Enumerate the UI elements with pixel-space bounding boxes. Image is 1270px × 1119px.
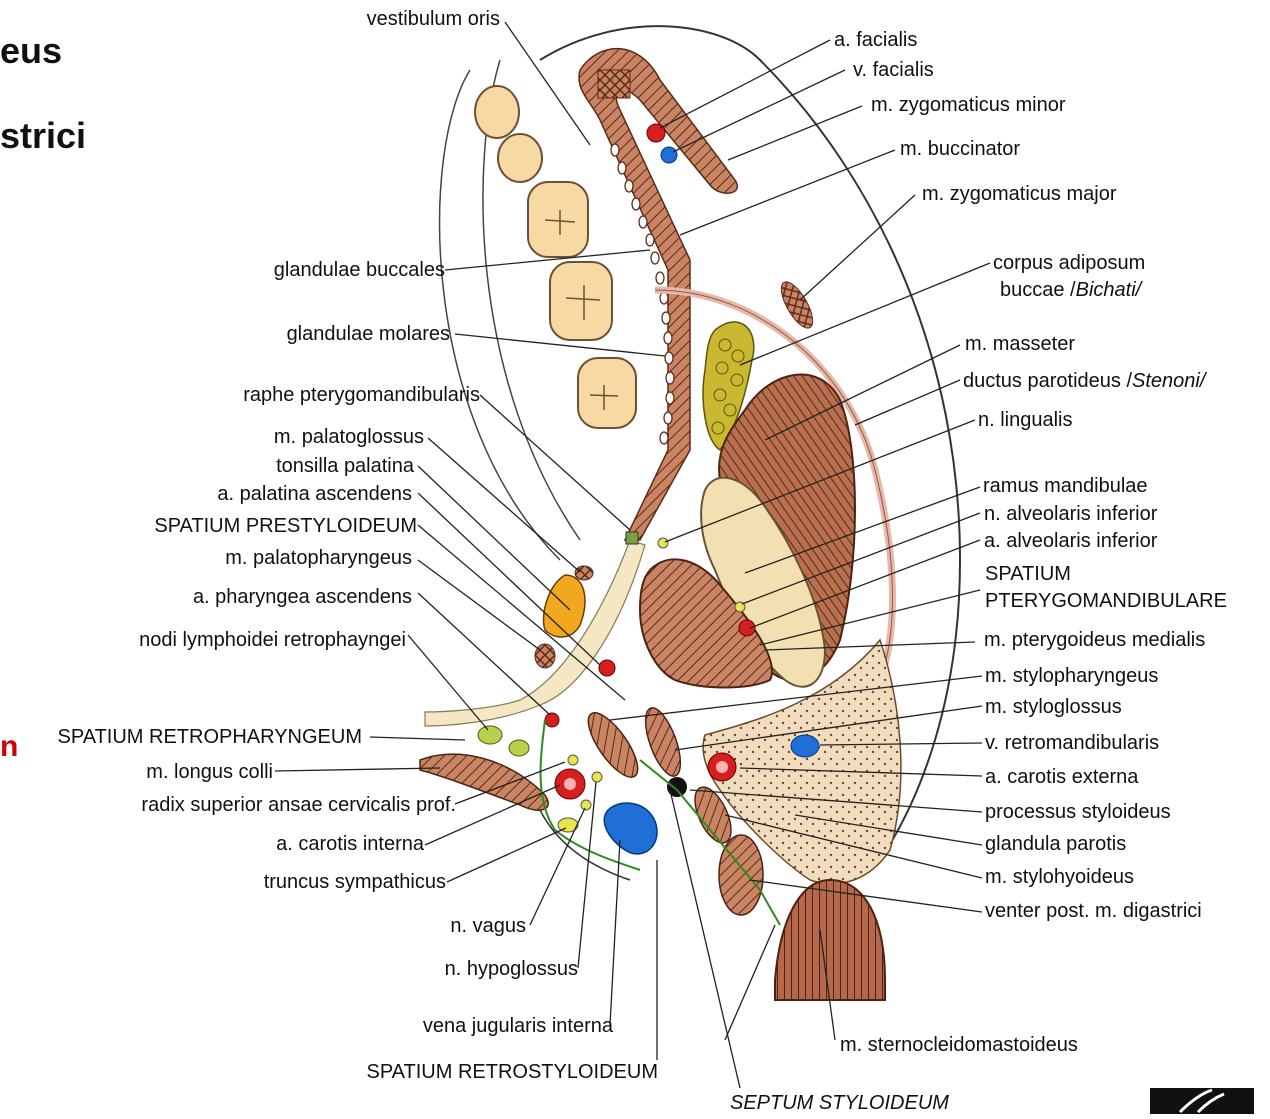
ductus-parotideus-text: ductus parotideus / [963,370,1132,392]
label-n-lingualis: n. lingualis [978,409,1073,431]
label-n-hypoglossus: n. hypoglossus [445,958,578,980]
pharyngeal-wall [425,540,645,726]
logo-mark [1150,1088,1254,1114]
label-m-masseter: m. masseter [965,333,1075,355]
label-v-facialis: v. facialis [853,59,934,81]
slide-title-fragment-1: eus [0,30,62,72]
label-corpus-adiposum-1: corpus adiposum [993,252,1145,274]
label-spatium-prestyloideum: SPATIUM PRESTYLOIDEUM [154,515,417,537]
label-glandulae-buccales: glandulae buccales [274,259,445,281]
n-vagus [581,800,591,810]
label-m-stylopharyngeus: m. stylopharyngeus [985,665,1158,687]
label-spatium-ptery-2: PTERYGOMANDIBULARE [985,590,1227,612]
red-fragment: n [0,730,18,764]
label-m-pterygoideus-medialis: m. pterygoideus medialis [984,629,1205,651]
tooth [498,134,542,182]
raphe [626,532,638,544]
label-n-alveolaris-inferior: n. alveolaris inferior [984,503,1157,525]
label-n-vagus: n. vagus [450,915,526,937]
label-a-pharyngea-ascendens: a. pharyngea ascendens [193,586,412,608]
label-truncus-sympathicus: truncus sympathicus [264,871,446,893]
label-septum-styloideum: SEPTUM STYLOIDEUM [730,1092,949,1114]
label-v-retromandibularis: v. retromandibularis [985,732,1159,754]
tooth [475,86,519,138]
label-processus-styloideus: processus styloideus [985,801,1171,823]
label-tonsilla-palatina: tonsilla palatina [276,455,414,477]
label-m-palatoglossus: m. palatoglossus [274,426,424,448]
label-glandulae-molares: glandulae molares [287,323,450,345]
tooth [578,358,636,428]
label-spatium-ptery-1: SPATIUM [985,563,1071,585]
label-a-facialis: a. facialis [834,29,917,51]
nodi-lymphoidei [509,740,529,756]
label-spatium-retrostyloideum: SPATIUM RETROSTYLOIDEUM [366,1061,658,1083]
label-m-sternocleido: m. sternocleidomastoideus [840,1034,1078,1056]
label-ductus-parotideus: ductus parotideus /Stenoni/ [963,370,1205,392]
label-raphe: raphe pterygomandibularis [243,384,480,406]
vestibule-outline [440,70,560,560]
processus-styloideus [667,777,687,797]
v-facialis [661,147,677,163]
label-radix-superior: radix superior ansae cervicalis prof. [141,794,456,816]
label-glandula-parotis: glandula parotis [985,833,1126,855]
label-m-longus-colli: m. longus colli [146,761,273,783]
label-m-buccinator: m. buccinator [900,138,1020,160]
a-palatina-ascendens [599,660,615,676]
n-hypoglossus [592,772,602,782]
label-vestibulum-oris: vestibulum oris [367,8,500,30]
tonsilla-palatina [544,575,585,637]
tooth [550,262,612,340]
label-nodi-lymphoidei: nodi lymphoidei retrophayngei [139,629,406,651]
ductus-parotideus-italic: Stenoni/ [1132,370,1205,392]
label-m-zygomaticus-minor: m. zygomaticus minor [871,94,1066,116]
label-m-stylohyoideus: m. stylohyoideus [985,866,1134,888]
label-ramus-mandibulae: ramus mandibulae [983,475,1148,497]
label-a-alveolaris-inferior: a. alveolaris inferior [984,530,1157,552]
zygomaticus-minor [598,70,630,98]
m-sternocleidomastoideus [775,880,885,1000]
a-pharyngea-ascendens [545,713,559,727]
n-lingualis [658,538,668,548]
label-a-palatina-ascendens: a. palatina ascendens [217,483,412,505]
nodi-lymphoidei [478,726,502,744]
corner-logo [1150,1088,1254,1114]
a-alveolaris-inferior [739,620,755,636]
v-retromandibularis [791,735,819,757]
m-stylopharyngeus [580,706,647,784]
label-m-zygomaticus-major: m. zygomaticus major [922,183,1117,205]
label-m-palatopharyngeus: m. palatopharyngeus [225,547,412,569]
vena-jugularis-interna [604,803,657,854]
corpus-adiposum-text: buccae / [1000,279,1076,301]
corpus-adiposum-italic: Bichati/ [1076,279,1142,301]
m-palatoglossus [575,566,593,580]
label-a-carotis-interna: a. carotis interna [276,833,424,855]
label-spatium-retropharyngeum: SPATIUM RETROPHARYNGEUM [58,726,362,748]
label-a-carotis-externa: a. carotis externa [985,766,1138,788]
zygomaticus-major [775,277,818,332]
m-palatopharyngeus [535,644,555,668]
label-venter-post: venter post. m. digastrici [985,900,1202,922]
tooth [528,182,588,257]
radix-superior [568,755,578,765]
label-m-styloglossus: m. styloglossus [985,696,1122,718]
label-vena-jugularis: vena jugularis interna [423,1015,613,1037]
slide-title-fragment-2: strici [0,115,86,157]
label-corpus-adiposum-2: buccae /Bichati/ [1000,279,1141,301]
